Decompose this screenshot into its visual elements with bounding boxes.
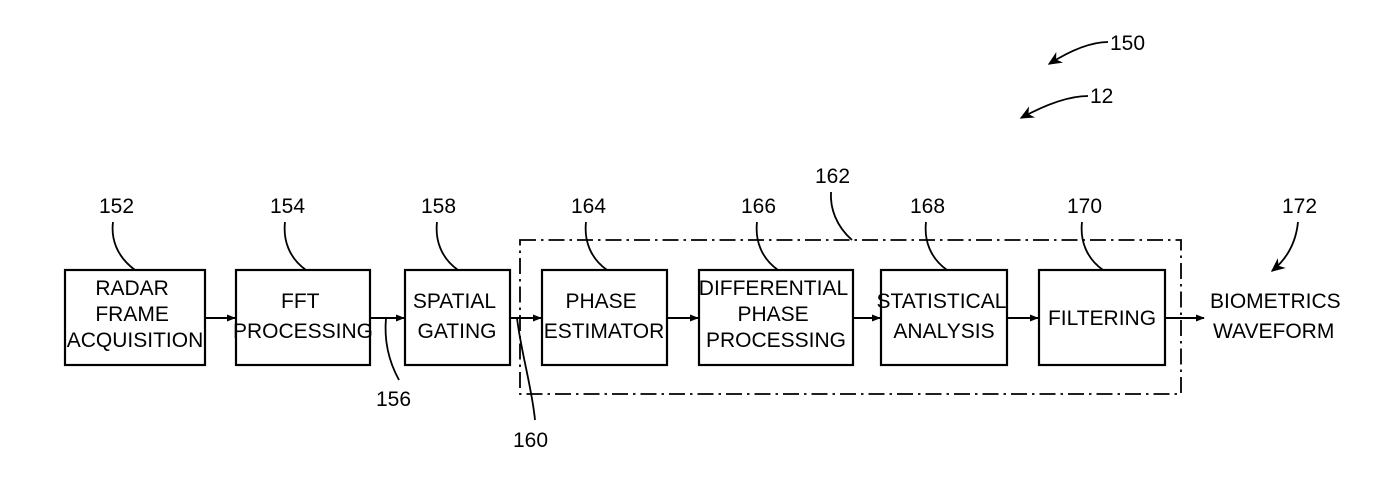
leader-152 xyxy=(111,221,136,271)
block-phase-estimator: PHASE ESTIMATOR xyxy=(540,268,669,367)
ref-160: 160 xyxy=(513,429,548,452)
leader-160 xyxy=(516,317,536,421)
block-differential-phase-processing: DIFFERENTIAL PHASE PROCESSING xyxy=(697,268,855,367)
ref-164: 164 xyxy=(571,195,606,218)
leader-158 xyxy=(435,221,459,271)
block-label-radar: RADAR FRAME ACQUISITION xyxy=(67,277,204,352)
leader-166 xyxy=(755,221,779,271)
ref-12: 12 xyxy=(1090,85,1113,108)
ref-168: 168 xyxy=(910,195,945,218)
ref-156: 156 xyxy=(376,388,411,411)
block-label-phase: PHASE ESTIMATOR xyxy=(544,290,665,343)
leader-150 xyxy=(1047,41,1109,65)
block-radar-frame-acquisition: RADAR FRAME ACQUISITION xyxy=(63,268,207,367)
leader-154 xyxy=(283,221,307,271)
block-label-stat: STATISTICAL ANALYSIS xyxy=(877,290,1012,343)
ref-172: 172 xyxy=(1282,195,1317,218)
leader-164 xyxy=(584,221,608,271)
block-spatial-gating: SPATIAL GATING xyxy=(403,268,512,367)
leader-12 xyxy=(1019,95,1089,119)
ref-166: 166 xyxy=(741,195,776,218)
ref-158: 158 xyxy=(421,195,456,218)
block-label-fft: FFT PROCESSING xyxy=(233,290,373,343)
ref-170: 170 xyxy=(1067,195,1102,218)
block-label-spatial: SPATIAL GATING xyxy=(413,290,501,343)
block-statistical-analysis: STATISTICAL ANALYSIS xyxy=(877,268,1012,367)
ref-152: 152 xyxy=(99,195,134,218)
block-fft-processing: FFT PROCESSING xyxy=(233,268,373,367)
ref-150: 150 xyxy=(1110,32,1145,55)
leader-172 xyxy=(1270,221,1299,272)
leader-168 xyxy=(924,221,948,271)
block-filtering: FILTERING xyxy=(1037,268,1167,367)
block-label-filtering: FILTERING xyxy=(1048,307,1156,330)
block-label-diffphase: DIFFERENTIAL PHASE PROCESSING xyxy=(699,277,853,352)
output-label: BIOMETRICS WAVEFORM xyxy=(1210,290,1347,343)
leader-170 xyxy=(1080,221,1104,271)
ref-162: 162 xyxy=(815,165,850,188)
ref-154: 154 xyxy=(270,195,305,218)
leader-162 xyxy=(830,191,853,241)
leader-156 xyxy=(384,317,400,381)
